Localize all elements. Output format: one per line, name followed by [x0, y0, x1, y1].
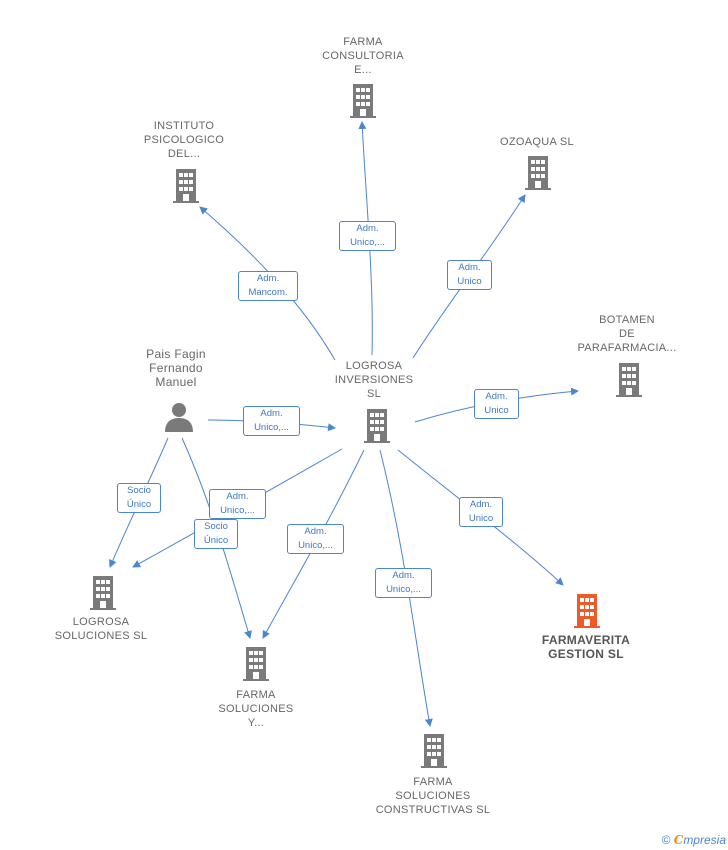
person-icon	[165, 403, 193, 432]
building-icon	[243, 647, 269, 681]
edge-label-inv-to-farma-y[interactable]: Adm.Unico,...	[287, 524, 344, 554]
edge-label-to-farmaverita[interactable]: Adm.Unico	[459, 497, 503, 527]
brand-logo-text: mpresia	[683, 833, 726, 847]
brand-logo-initial: C	[673, 833, 684, 847]
node-label: FARMA SOLUCIONES CONSTRUCTIVAS SL	[375, 776, 491, 816]
building-icon	[574, 594, 600, 628]
edge-label-to-constructivas[interactable]: Adm.Unico,...	[375, 568, 432, 598]
edge-label-to-botamen[interactable]: Adm.Unico	[474, 389, 519, 419]
edge-label-to-ozoaqua[interactable]: Adm.Unico	[447, 260, 492, 290]
brand-footer: © Cmpresia	[662, 833, 726, 847]
building-icon	[173, 169, 199, 203]
building-icon	[364, 409, 390, 443]
node-label: LOGROSA INVERSIONES SL	[334, 360, 414, 400]
building-icon	[90, 576, 116, 610]
node-label: FARMA CONSULTORIA E...	[322, 36, 404, 76]
edge-label-inv-to-logrosa-soluciones[interactable]: Adm.Unico,...	[209, 489, 266, 519]
node-label: INSTITUTO PSICOLOGICO DEL...	[143, 120, 225, 160]
node-label: BOTAMEN DE PARAFARMACIA...	[577, 314, 677, 354]
copyright-symbol: ©	[661, 833, 671, 847]
edge-label-person-to-logrosa[interactable]: Adm.Unico,...	[243, 406, 300, 436]
building-icon	[350, 84, 376, 118]
edge-label-to-instituto[interactable]: Adm.Mancom.	[238, 271, 298, 301]
node-label: OZOAQUA SL	[500, 136, 574, 148]
building-icon	[616, 363, 642, 397]
edge-label-to-farma-consultoria[interactable]: Adm.Unico,...	[339, 221, 396, 251]
node-label: LOGROSA SOLUCIONES SL	[54, 616, 148, 642]
building-icon	[525, 156, 551, 190]
node-label: FARMA SOLUCIONES Y...	[218, 689, 294, 729]
node-label: FARMAVERITA GESTION SL	[541, 633, 631, 661]
node-label: Pais Fagin Fernando Manuel	[146, 347, 206, 389]
building-icon	[421, 734, 447, 768]
